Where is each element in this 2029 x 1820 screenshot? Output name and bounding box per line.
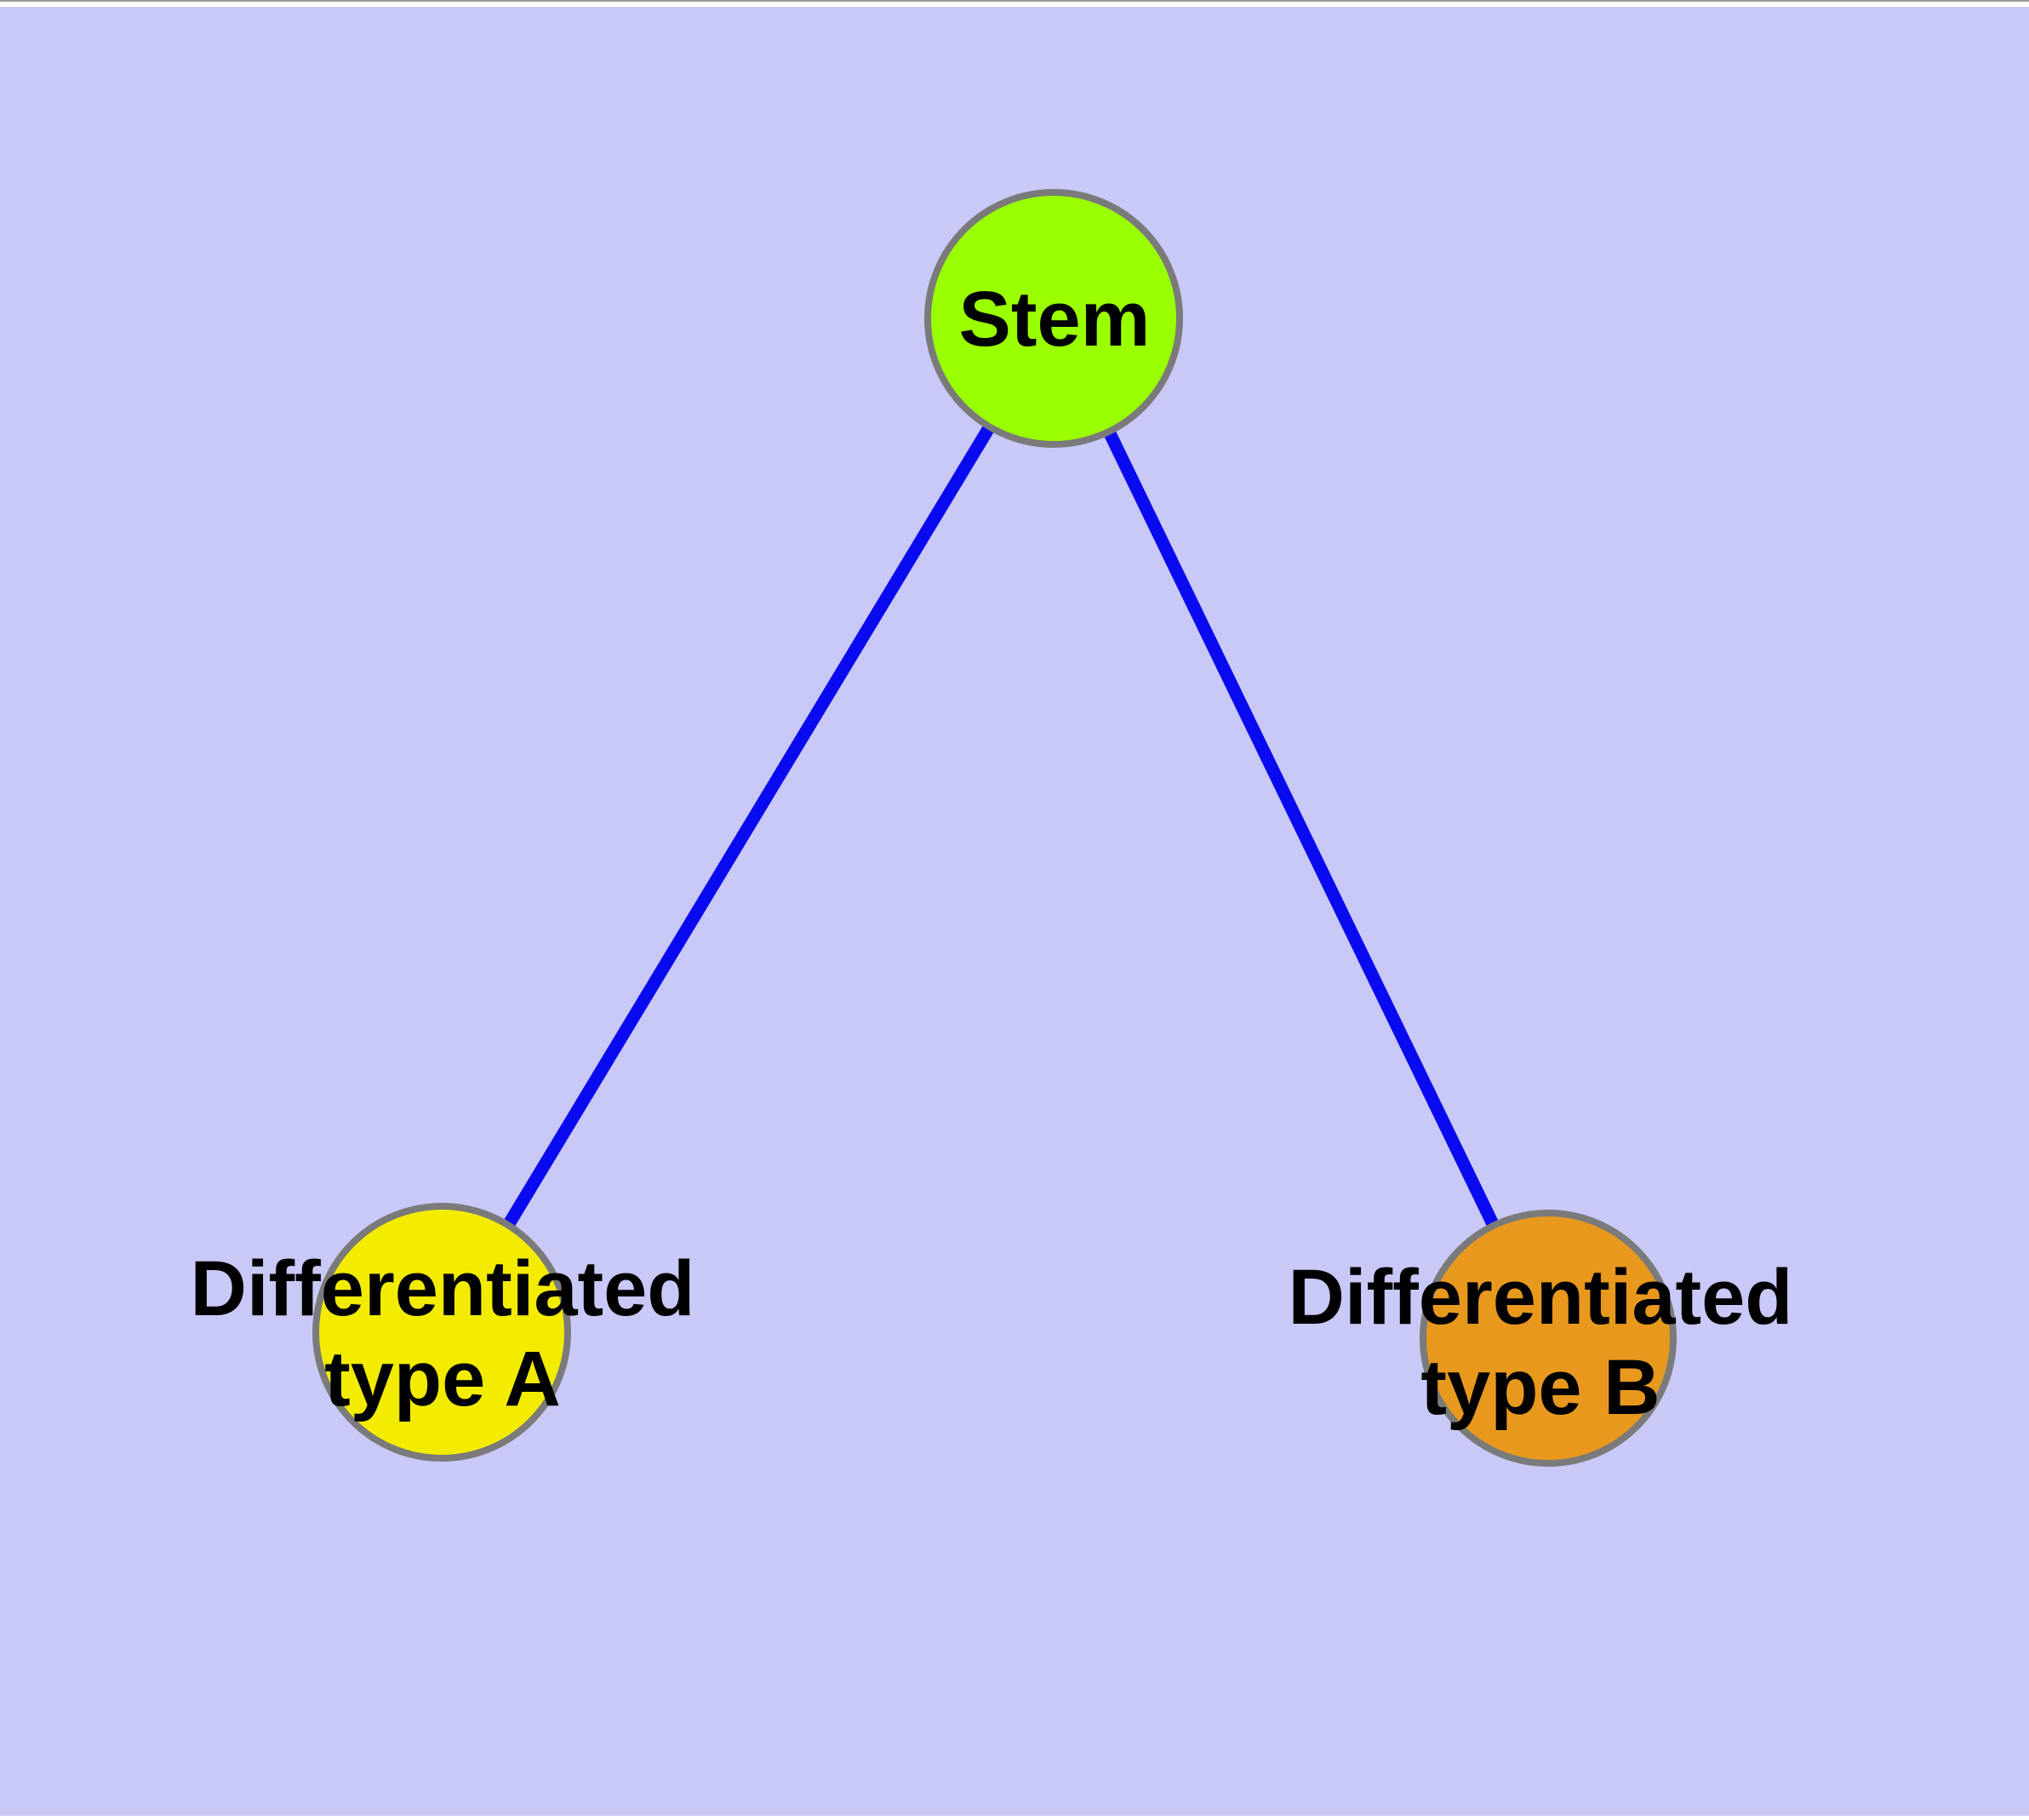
edge-stem-to-type-a — [437, 316, 1060, 1337]
node-type-a-circle — [312, 1203, 571, 1462]
bottom-margin-band — [0, 1816, 2029, 1820]
edge-stem-to-type-b — [1049, 316, 1554, 1342]
node-stem-circle — [924, 189, 1183, 448]
node-type-a-label: Differentiated type A — [190, 1245, 695, 1422]
node-stem-label: Stem — [958, 276, 1151, 363]
node-type-b-label: Differentiated type B — [1288, 1254, 1793, 1431]
top-margin-band — [0, 2, 2029, 7]
node-type-b-circle — [1420, 1210, 1677, 1467]
top-border-line — [0, 0, 2029, 2]
